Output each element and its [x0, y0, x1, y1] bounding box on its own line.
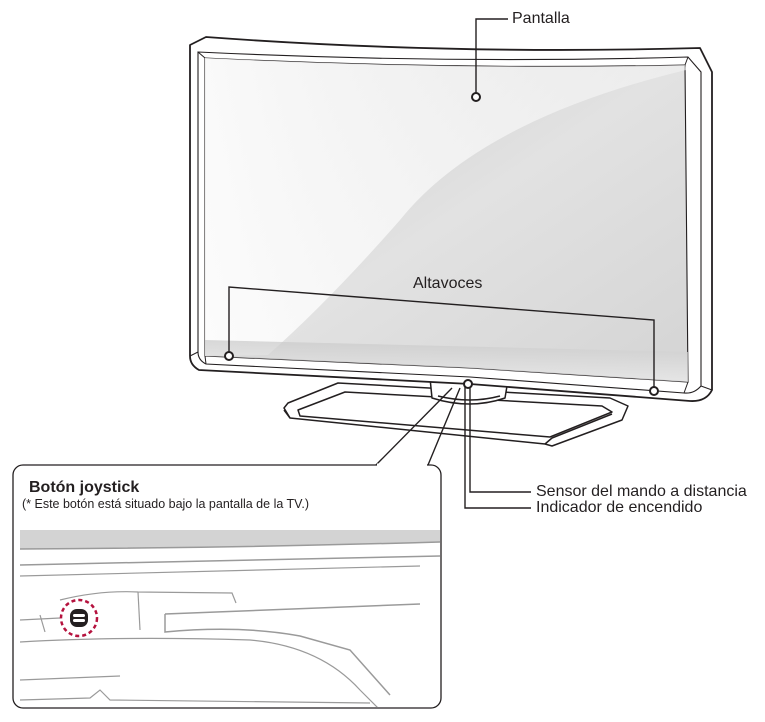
power-indicator-label: Indicador de encendido	[536, 499, 703, 516]
leader-dots	[224, 92, 659, 396]
remote-sensor-label: Sensor del mando a distancia	[536, 483, 747, 500]
tv-stand	[283, 382, 629, 447]
tv-frame	[189, 36, 713, 402]
speaker-right-dot	[649, 386, 659, 396]
sensor-dot	[463, 379, 473, 389]
speakers-leader	[228, 286, 655, 390]
screen-label: Pantalla	[512, 10, 570, 27]
power-indicator-leader	[464, 383, 531, 509]
joystick-button-icon	[59, 598, 99, 638]
leader-lines	[228, 18, 655, 509]
joystick-closeup	[19, 530, 440, 707]
speaker-left-dot	[224, 351, 234, 361]
screen-glare	[205, 58, 686, 356]
remote-sensor-leader	[469, 383, 531, 493]
screen-dot	[471, 92, 481, 102]
inset-box	[12, 463, 442, 709]
speakers-label: Altavoces	[413, 275, 483, 292]
inset-pointer-left	[375, 387, 453, 466]
inset-title: Botón joystick	[29, 479, 140, 496]
inset-note: (* Este botón está situado bajo la panta…	[22, 497, 309, 511]
inset-pointer-right	[427, 387, 461, 466]
screen-leader	[475, 18, 508, 97]
